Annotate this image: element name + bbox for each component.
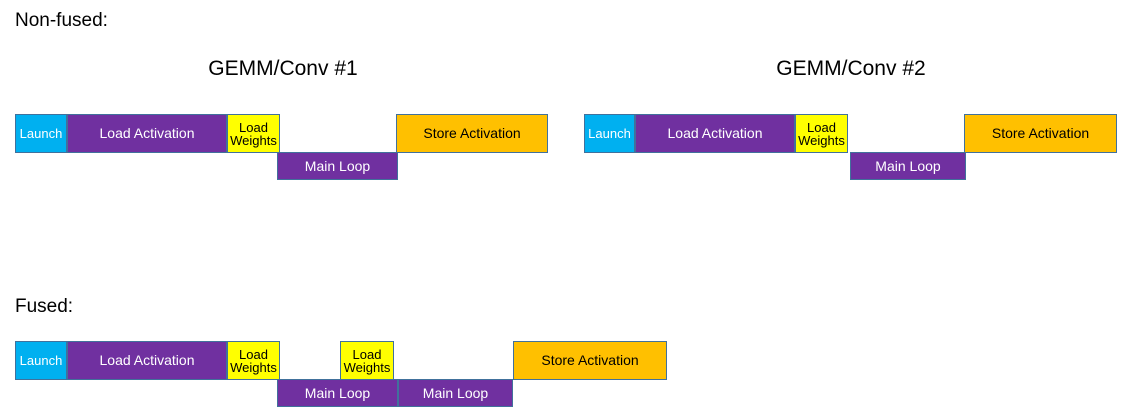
bar-nf2-launch: Launch [584,114,635,153]
bar-label-nf1-mainloop: Main Loop [304,157,371,174]
bar-nf2-store: Store Activation [964,114,1117,153]
bar-nf2-mainloop: Main Loop [850,152,966,180]
bar-f-mainloop-2: Main Loop [398,379,513,407]
bar-nf1-store: Store Activation [396,114,548,153]
bar-nf1-launch: Launch [15,114,67,153]
bar-nf1-loadact: Load Activation [67,114,227,153]
bar-f-launch: Launch [15,341,67,380]
bar-label-nf1-loadact: Load Activation [99,125,195,142]
bar-label-nf2-mainloop: Main Loop [875,157,941,174]
bar-label-nf2-store: Store Activation [991,125,1090,142]
group-title-gemm-conv-1: GEMM/Conv #1 [208,57,358,80]
bar-f-mainloop-1: Main Loop [277,379,398,407]
bar-label-f-store: Store Activation [541,352,639,369]
bar-label-f-mainloop-1: Main Loop [304,384,371,401]
bar-label-nf2-loadact: Load Activation [667,125,763,142]
bar-nf1-mainloop: Main Loop [277,152,398,180]
bar-label-f-launch: Launch [19,352,63,368]
bar-label-nf1-launch: Launch [19,125,63,141]
bar-f-loadact: Load Activation [67,341,227,380]
bar-nf2-loadact: Load Activation [635,114,795,153]
group-title-gemm-conv-2: GEMM/Conv #2 [776,57,926,80]
bar-f-store: Store Activation [513,341,667,380]
bar-label-nf2-launch: Launch [588,125,631,141]
bar-label-nf1-store: Store Activation [423,125,521,142]
bar-label-f-loadact: Load Activation [99,352,195,369]
section-label-non-fused: Non-fused: [15,10,108,31]
bar-label-f-mainloop-2: Main Loop [422,384,489,401]
section-label-fused: Fused: [15,296,74,317]
